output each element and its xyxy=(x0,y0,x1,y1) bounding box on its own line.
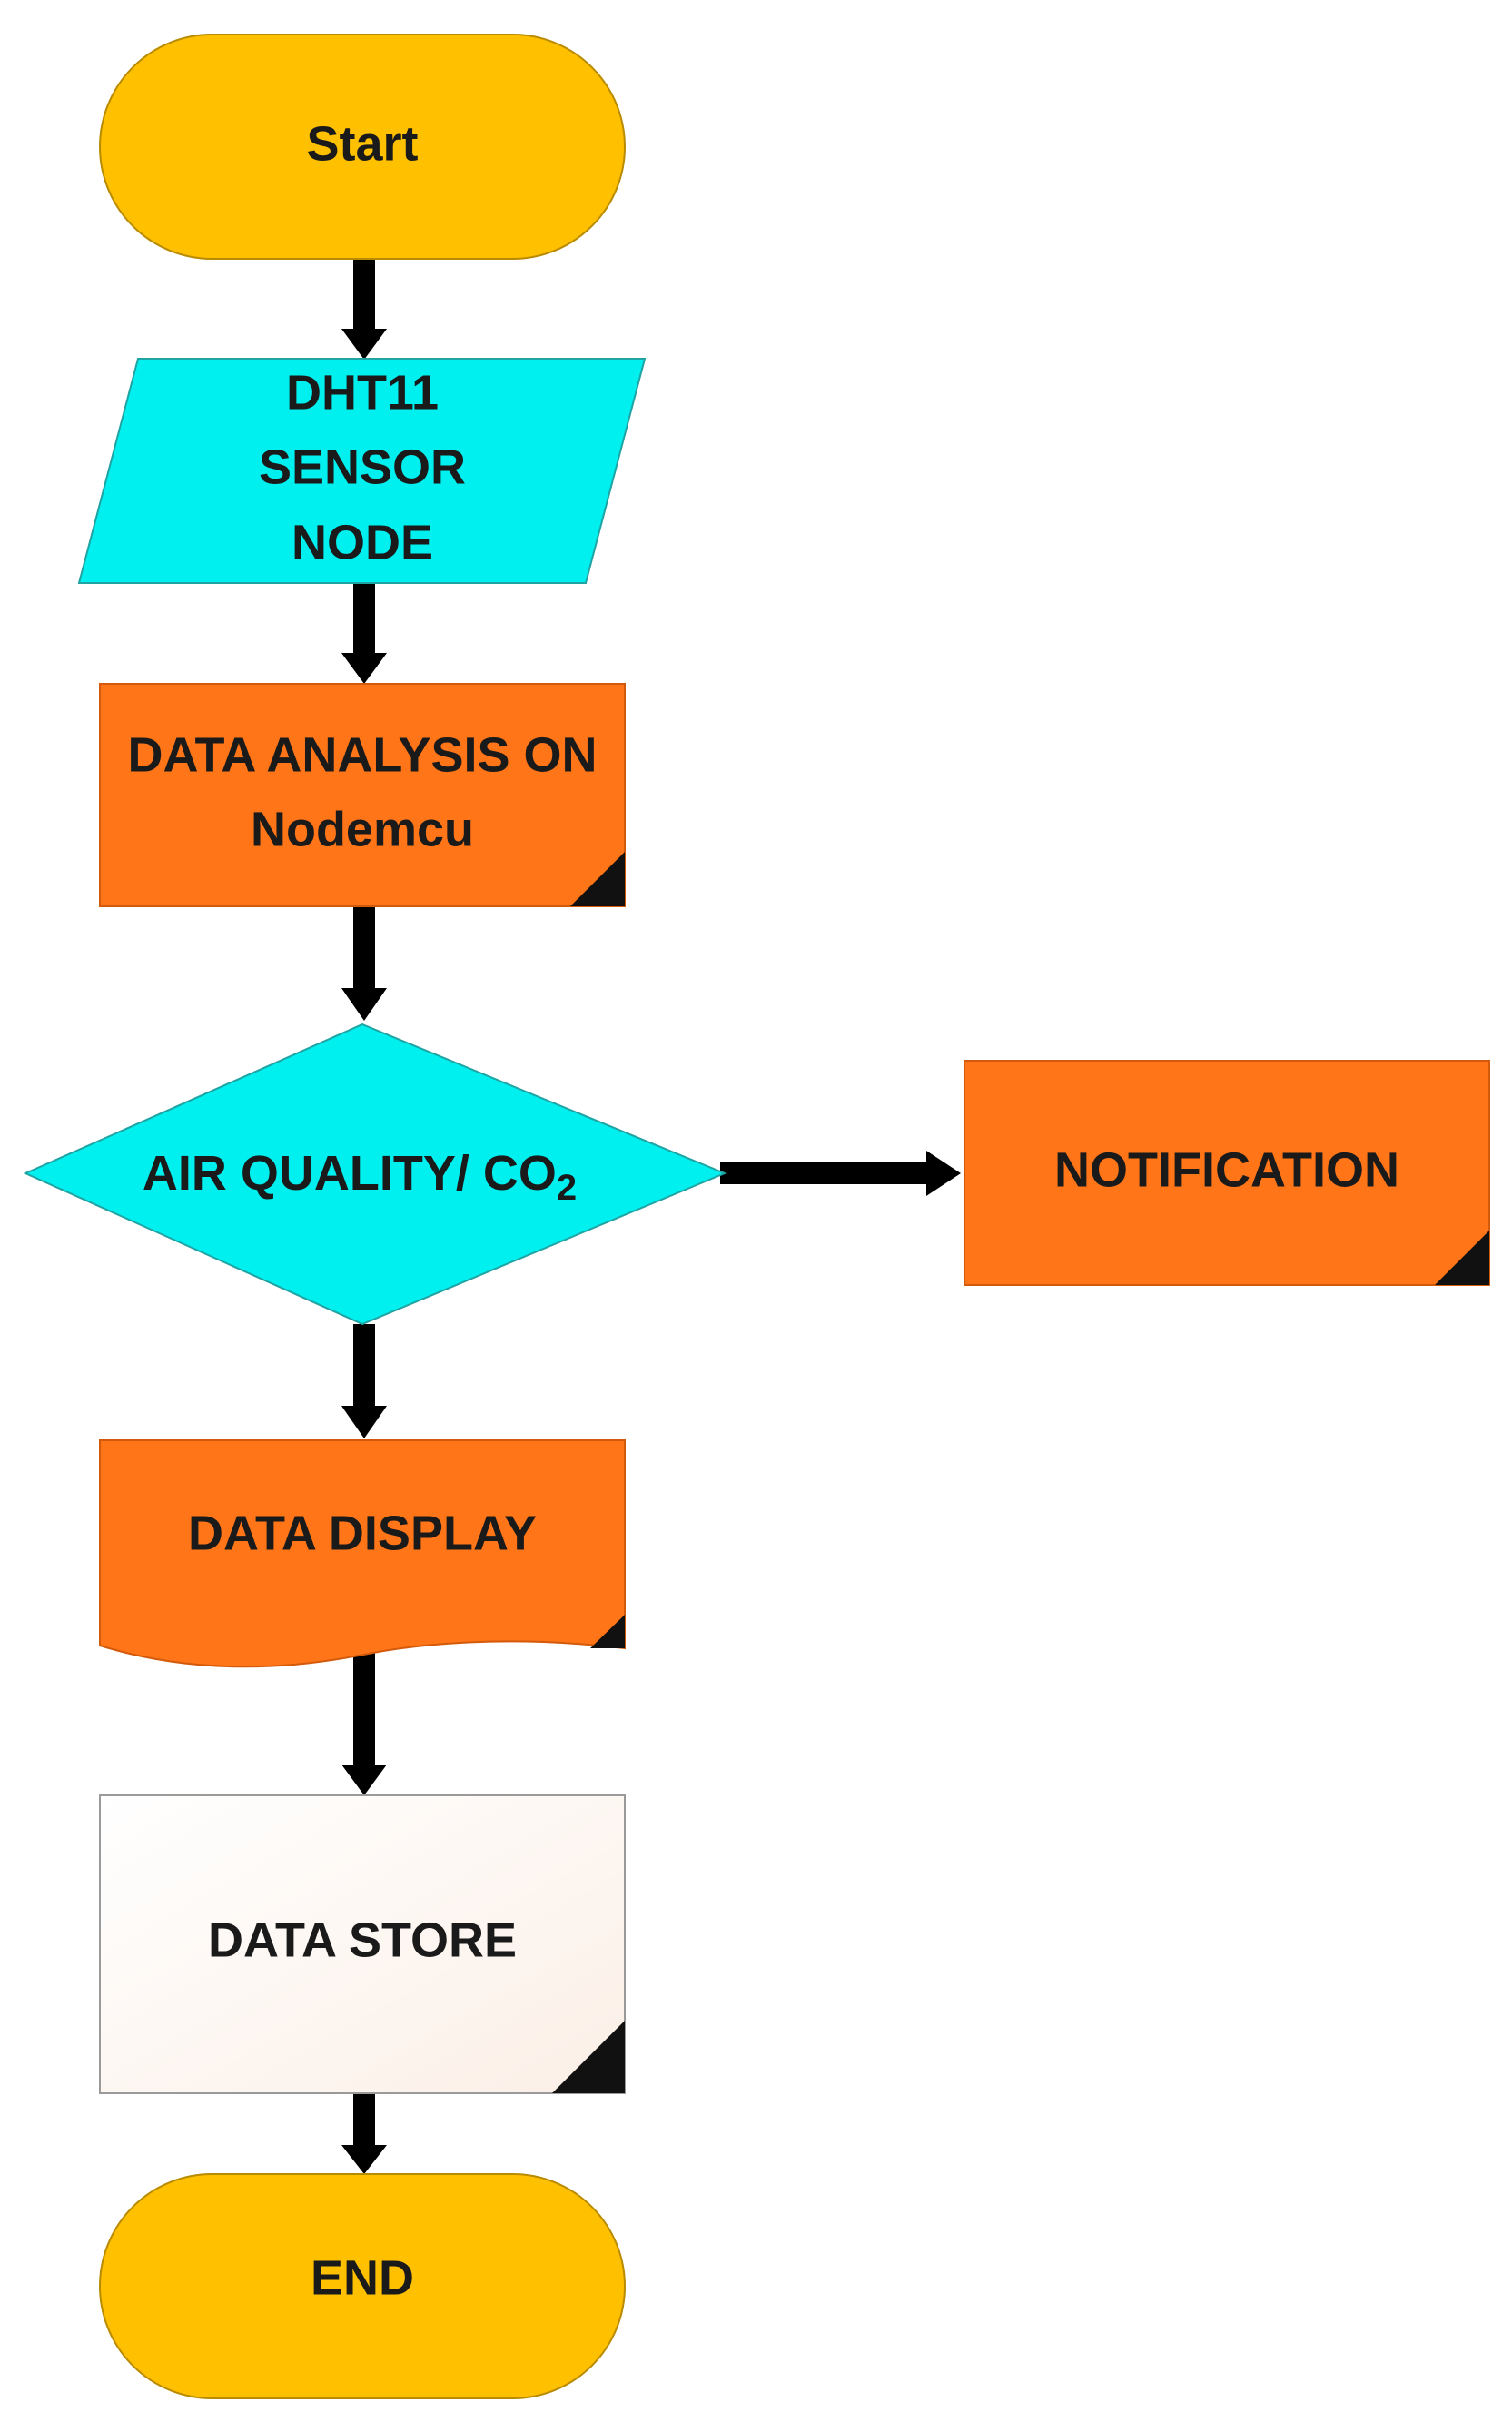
arrowhead-analysis-to-decision xyxy=(341,988,387,1021)
arrow-start-to-sensor xyxy=(353,259,375,333)
arrow-display-to-store xyxy=(353,1648,375,1770)
analysis-label-line1: DATA ANALYSIS ON xyxy=(127,727,597,782)
sensor-label-line1: DHT11 xyxy=(286,365,439,420)
arrowhead-display-to-store xyxy=(341,1765,387,1795)
arrow-store-to-end xyxy=(353,2093,375,2150)
store-label: DATA STORE xyxy=(208,1913,517,1967)
notification-node: NOTIFICATION xyxy=(964,1060,1490,1286)
store-corner-mark xyxy=(552,2021,625,2093)
decision-node: AIR QUALITY/ CO2 xyxy=(23,1023,727,1326)
display-label: DATA DISPLAY xyxy=(188,1506,537,1560)
store-node: DATA STORE xyxy=(99,1794,626,2094)
end-node: END xyxy=(99,2173,626,2399)
sensor-node: DHT11 SENSOR NODE xyxy=(77,358,647,584)
sensor-shape xyxy=(77,358,647,584)
decision-label: AIR QUALITY/ CO2 xyxy=(143,1146,577,1207)
notification-shape xyxy=(964,1060,1490,1286)
arrowhead-start-to-sensor xyxy=(341,329,387,360)
analysis-corner-mark xyxy=(570,852,625,906)
start-shape xyxy=(99,34,626,260)
start-label: Start xyxy=(306,116,418,171)
sensor-label-line2: SENSOR xyxy=(259,440,466,494)
analysis-label-line2: Nodemcu xyxy=(251,802,474,856)
arrow-decision-to-display xyxy=(353,1324,375,1411)
analysis-shape xyxy=(99,683,626,907)
notification-corner-mark xyxy=(1435,1231,1489,1285)
arrowhead-store-to-end xyxy=(341,2145,387,2174)
decision-label-subscript: 2 xyxy=(557,1168,577,1208)
decision-label-main: AIR QUALITY/ CO xyxy=(143,1146,557,1201)
store-shape xyxy=(99,1794,626,2094)
arrow-sensor-to-analysis xyxy=(353,583,375,657)
display-shape xyxy=(99,1439,626,1668)
arrow-decision-to-notification xyxy=(720,1162,931,1184)
display-node: DATA DISPLAY xyxy=(99,1439,626,1668)
end-shape xyxy=(99,2173,626,2399)
analysis-node: DATA ANALYSIS ON Nodemcu xyxy=(99,683,626,907)
arrowhead-decision-to-notification xyxy=(926,1151,961,1196)
start-node: Start xyxy=(99,34,626,260)
end-label: END xyxy=(311,2250,414,2305)
display-corner-mark xyxy=(590,1615,625,1648)
arrow-analysis-to-decision xyxy=(353,906,375,992)
decision-shape xyxy=(23,1023,727,1326)
arrowhead-sensor-to-analysis xyxy=(341,653,387,684)
sensor-label-line3: NODE xyxy=(292,515,433,569)
connectors xyxy=(341,259,961,2174)
notification-label: NOTIFICATION xyxy=(1054,1142,1399,1197)
arrowhead-decision-to-display xyxy=(341,1406,387,1438)
